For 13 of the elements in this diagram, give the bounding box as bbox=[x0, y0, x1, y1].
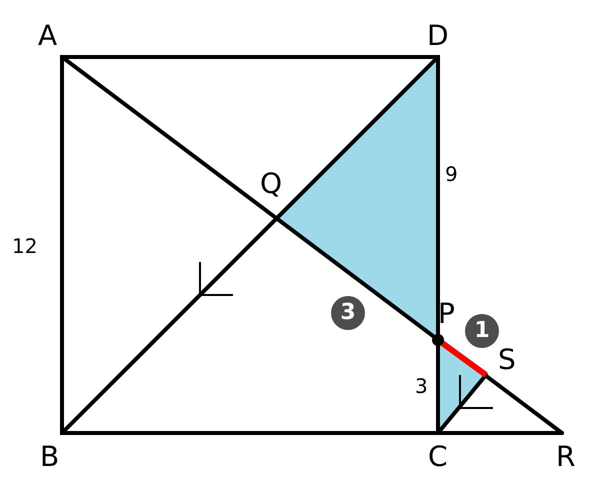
point-label: D bbox=[427, 22, 449, 50]
step-number: 1 bbox=[465, 314, 499, 348]
point-label: A bbox=[38, 22, 58, 50]
point-label: R bbox=[556, 443, 576, 471]
length-label: 12 bbox=[12, 236, 38, 256]
point-label: S bbox=[498, 346, 516, 374]
length-label: 9 bbox=[445, 164, 458, 184]
point-label: P bbox=[438, 300, 455, 328]
point-label: C bbox=[428, 443, 448, 471]
length-label: 3 bbox=[415, 376, 428, 396]
step-number: 3 bbox=[331, 296, 365, 330]
point-label: Q bbox=[260, 170, 282, 198]
point-label: B bbox=[40, 443, 60, 471]
